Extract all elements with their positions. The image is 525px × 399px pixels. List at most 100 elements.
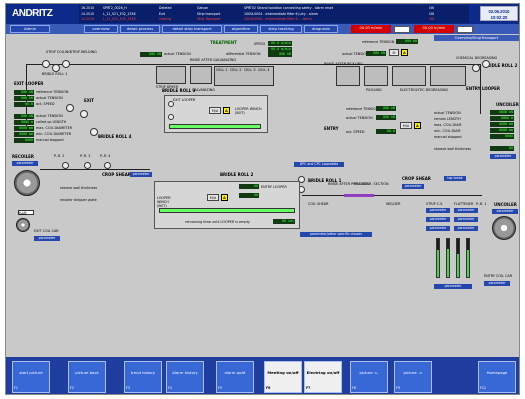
alarm-list[interactable]: 16.2010 SPRT2_0026_H Deleted Galvan SPRT… xyxy=(79,5,469,23)
param-button[interactable]: parameter xyxy=(434,284,472,289)
looper-winch-label: LOOPER WINCH (BOT) xyxy=(157,196,171,208)
tab-diagnosis[interactable]: diagnosis xyxy=(304,25,338,33)
auto-status-indicator[interactable]: A xyxy=(401,49,408,56)
ma-toggle[interactable]: M/A xyxy=(207,194,219,201)
entry-ref-tension-value: 000 kN xyxy=(376,106,396,111)
uncoiler-row-value: 0000 kN xyxy=(490,110,514,115)
picture-left-button[interactable]: picture <-F8 xyxy=(350,361,388,393)
function-key-label: F4 xyxy=(168,386,172,390)
alarm-text: 100UL0004 - Intermediate filter 6 ... al… xyxy=(244,17,312,21)
admin-button[interactable]: Admin xyxy=(10,25,50,33)
bridle-roll-1b-label: BRIDLE ROLL 1 xyxy=(308,178,342,183)
exit-looper-panel: EXIT LOOPER M/A A LOOPER WINCH (BOT) xyxy=(164,95,268,133)
entry-coil-car-parameter-button[interactable]: parameter xyxy=(484,281,510,286)
tab-overview[interactable]: overview xyxy=(84,25,118,33)
pre-degr-label: PRE-DEGR. SECTION xyxy=(354,182,389,186)
function-key-label: F5 xyxy=(218,386,222,390)
chem-degreasing-tank xyxy=(430,66,466,86)
level-meter xyxy=(436,238,440,278)
ma-toggle[interactable]: M xyxy=(389,49,399,56)
function-key-label: F12 xyxy=(480,386,486,390)
button-label: picture back xyxy=(75,370,99,375)
alarm-text: SPRT02 Strand Isolation connecting safet… xyxy=(244,6,333,10)
exit-coil-car-parameter-button[interactable]: parameter xyxy=(34,236,60,241)
exit-act-tension-value: 000 kN xyxy=(14,96,34,101)
header-bar: ANDRITZ 16.2010 SPRT2_0026_H Deleted Gal… xyxy=(6,4,519,24)
clock-time: 10:02:20 xyxy=(490,14,508,20)
rinse-after-pickling-label: RINSE AFTER PICKLING xyxy=(324,62,363,66)
exit-speed-label: act. SPEED xyxy=(36,102,55,106)
exit-label: EXIT xyxy=(84,98,95,103)
uncoiler-row-label: max. COIL DIAM xyxy=(434,123,462,127)
function-key-label: F7 xyxy=(306,386,311,390)
tab-algorithm[interactable]: algorithm xyxy=(224,25,258,33)
tab-detail-process[interactable]: detail process xyxy=(120,25,160,33)
speed-label: SPEED xyxy=(254,42,266,46)
ma-toggle[interactable]: M/A xyxy=(400,122,412,129)
param-button[interactable]: parameter xyxy=(426,217,450,222)
auto-status-indicator[interactable]: A xyxy=(221,194,228,201)
diff-tension-value: 000 kN xyxy=(268,52,292,57)
reference-tension-value: 000 kN xyxy=(396,39,418,44)
level-meter xyxy=(446,238,450,278)
exit-manual-value: 0000 xyxy=(14,138,34,143)
auto-status-indicator[interactable]: A xyxy=(223,107,230,114)
alarm-area: Galvan xyxy=(197,6,209,10)
level-meter xyxy=(466,238,470,278)
alarm-row[interactable]: 14.2010 L_11_S21_E32_1336 Coming Strip T… xyxy=(79,17,469,22)
clock: 02.06.2010 10:02:20 xyxy=(480,6,518,21)
actual-tension2-value: 000 kN xyxy=(366,51,386,56)
alarm-row[interactable]: 14.2010 L_11_S21_E32_1336 Exit Strip tra… xyxy=(79,12,469,17)
auto-status-indicator[interactable]: A xyxy=(414,122,421,129)
uncoiler-2-parameter-button[interactable]: parameter xyxy=(492,209,518,214)
alarm-state: Coming xyxy=(159,17,172,21)
ma-toggle[interactable]: M/A xyxy=(209,107,221,114)
sheave-wall-label: sheave wall thickness xyxy=(60,186,98,190)
bottom-crop-shear-parameter-button[interactable]: parameter xyxy=(402,184,424,189)
rinse-pickling-tank xyxy=(336,66,360,86)
exit-act-tension-label: actual TENSION xyxy=(36,96,63,100)
param-button[interactable]: parameter xyxy=(454,217,478,222)
top-break-button[interactable]: top break xyxy=(444,176,466,181)
bridle-roll xyxy=(90,128,98,136)
flattener-parameter-button[interactable]: parameter xyxy=(454,208,478,213)
tab-detail-strip-transport[interactable]: detail strip transport xyxy=(162,25,222,33)
dpc-cpc-loopsdata-button[interactable]: DPC and CPC Loopsdata xyxy=(294,162,344,167)
galvanizing-label: GALVANIZING xyxy=(192,88,215,92)
recoiler-label: RECOILER xyxy=(12,154,34,159)
uncoiler-row-value: 0000 xyxy=(490,134,514,139)
function-key-label: F1 xyxy=(14,386,18,390)
param-button[interactable]: parameter xyxy=(454,226,478,231)
function-key-label: F8 xyxy=(352,386,356,390)
strip-cs-parameter-button[interactable]: parameter xyxy=(426,208,450,213)
flattener-label: FLATTENER xyxy=(454,202,474,206)
strip-line xyxy=(26,64,481,65)
crop-shear-parameter-button[interactable]: parameter xyxy=(130,172,152,177)
tab-strip-tracking[interactable]: strip tracking xyxy=(260,25,302,33)
alarm-code: L_11_S21_E32_1336 xyxy=(103,11,136,16)
entry-looper-panel: 00 ENTRY LOOPER LOOPER WINCH (BOT) M/A A… xyxy=(154,181,300,229)
recoiler-parameter-button[interactable]: parameter xyxy=(12,161,38,166)
uncoiler-row-label: remain LENGTH xyxy=(434,117,461,121)
bridle-roll-3-label: BRIDLE ROLL 3 xyxy=(162,88,196,93)
function-key-label: F2 xyxy=(70,386,74,390)
bottom-crop-shear-label: CROP SHEAR xyxy=(402,176,431,181)
alarm-row[interactable]: 16.2010 SPRT2_0026_H Deleted Galvan SPRT… xyxy=(79,6,469,11)
uncoiler-parameter-button[interactable]: parameter xyxy=(490,154,516,159)
parameter-other-classes-button[interactable]: parameter/other specific classes xyxy=(300,232,372,237)
exit-act-tension2-value: 000 kN xyxy=(14,114,34,119)
chem-degreasing-label: CHEMICAL DEGREASING xyxy=(456,56,498,60)
speed-indicator: 00.00 m/min xyxy=(351,25,391,33)
param-button[interactable]: parameter xyxy=(426,226,450,231)
picture-right-button[interactable]: picture ->F9 xyxy=(394,361,432,393)
speed-value: 00.0 m/min xyxy=(268,41,292,46)
